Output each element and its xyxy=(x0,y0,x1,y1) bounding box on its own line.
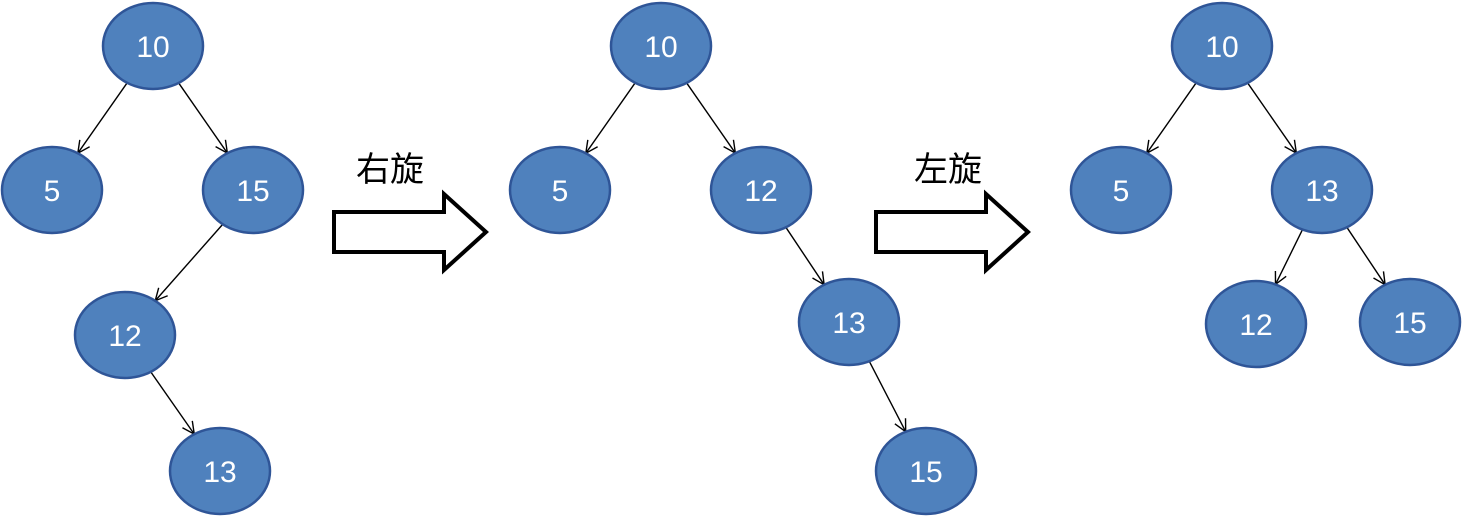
node-label: 10 xyxy=(136,31,169,64)
node-label: 13 xyxy=(832,307,865,340)
tree-node-t3-10: 10 xyxy=(1170,1,1274,91)
edge-t3-13-to-t3-12 xyxy=(1274,229,1304,286)
node-ellipse xyxy=(797,277,901,367)
node-ellipse xyxy=(201,145,305,235)
node-ellipse xyxy=(73,290,177,380)
node-label: 15 xyxy=(1393,307,1426,340)
edge-t3-13-to-t3-15 xyxy=(1346,226,1386,286)
node-label: 13 xyxy=(1305,175,1338,208)
node-ellipse xyxy=(168,426,272,516)
node-label: 12 xyxy=(108,320,141,353)
node-ellipse xyxy=(0,145,104,235)
node-label: 5 xyxy=(44,175,61,208)
node-ellipse xyxy=(1358,277,1462,367)
tree-node-t2-13: 13 xyxy=(797,277,901,367)
tree-node-t3-12: 12 xyxy=(1204,279,1308,369)
tree-node-t3-15: 15 xyxy=(1358,277,1462,367)
edge-t3-10-to-t3-13 xyxy=(1247,82,1298,155)
right-rotation-label: 右旋 xyxy=(356,150,424,190)
node-label: 15 xyxy=(236,175,269,208)
node-label: 12 xyxy=(1239,309,1272,342)
node-label: 15 xyxy=(909,456,942,489)
edge-t3-10-to-t3-5 xyxy=(1145,82,1197,155)
edge-t1-10-to-t1-15 xyxy=(178,82,229,155)
edges-layer xyxy=(76,82,1386,436)
node-ellipse xyxy=(1270,145,1374,235)
right-rotation-arrow xyxy=(332,189,489,275)
left-rotation-label: 左旋 xyxy=(914,150,982,190)
tree-node-t2-15: 15 xyxy=(874,426,978,516)
edge-t2-10-to-t2-12 xyxy=(686,82,737,155)
node-ellipse xyxy=(508,145,612,235)
tree-node-t1-5: 5 xyxy=(0,145,104,235)
tree-node-t1-12: 12 xyxy=(73,290,177,380)
node-ellipse xyxy=(1069,145,1173,235)
node-label: 12 xyxy=(744,175,777,208)
node-label: 10 xyxy=(644,31,677,64)
node-ellipse xyxy=(1204,279,1308,369)
left-rotation-arrow xyxy=(874,189,1031,275)
edge-t1-12-to-t1-13 xyxy=(150,371,196,436)
edge-t2-13-to-t2-15 xyxy=(868,360,907,434)
node-ellipse xyxy=(101,1,205,91)
node-ellipse xyxy=(874,426,978,516)
node-ellipse xyxy=(609,1,713,91)
edge-t1-15-to-t1-12 xyxy=(154,223,224,302)
tree-node-t3-13: 13 xyxy=(1270,145,1374,235)
node-label: 10 xyxy=(1205,31,1238,64)
edge-t2-12-to-t2-13 xyxy=(785,226,825,286)
node-label: 5 xyxy=(1113,175,1130,208)
edge-t2-10-to-t2-5 xyxy=(584,82,636,155)
node-label: 13 xyxy=(203,456,236,489)
node-label: 5 xyxy=(552,175,569,208)
tree-node-t1-15: 15 xyxy=(201,145,305,235)
edge-t1-10-to-t1-5 xyxy=(76,82,128,155)
tree-node-t2-12: 12 xyxy=(709,145,813,235)
node-ellipse xyxy=(1170,1,1274,91)
tree-node-t1-10: 10 xyxy=(101,1,205,91)
tree-node-t3-5: 5 xyxy=(1069,145,1173,235)
tree-node-t2-5: 5 xyxy=(508,145,612,235)
tree-node-t2-10: 10 xyxy=(609,1,713,91)
tree-node-t1-13: 13 xyxy=(168,426,272,516)
node-ellipse xyxy=(709,145,813,235)
